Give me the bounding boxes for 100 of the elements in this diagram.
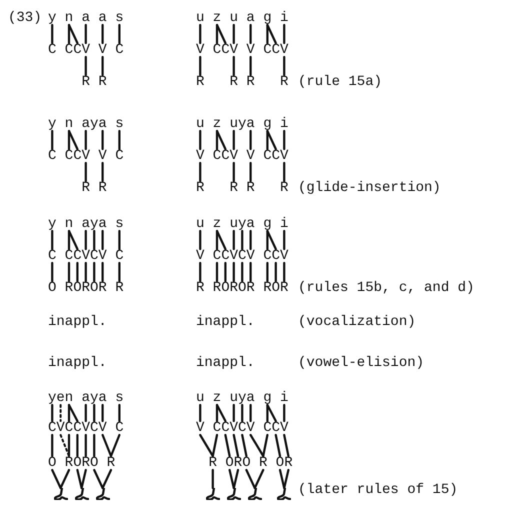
segment-symbol: y xyxy=(90,391,98,405)
segment-symbol: R xyxy=(196,75,204,89)
association-line xyxy=(199,404,202,422)
association-line xyxy=(250,56,252,76)
segment-symbol: i xyxy=(280,391,288,405)
association-line xyxy=(51,262,54,282)
segment-symbol: R xyxy=(82,281,90,295)
segment-symbol: R xyxy=(64,281,74,295)
segment-symbol: C xyxy=(221,43,230,57)
segment-symbol: C xyxy=(73,249,82,263)
segment-symbol: C xyxy=(73,421,82,435)
segment-symbol: R xyxy=(230,281,238,295)
association-line xyxy=(68,404,70,422)
segment-symbol: z xyxy=(212,117,222,131)
association-line xyxy=(250,434,264,458)
segment-symbol: V xyxy=(280,421,288,435)
segment-symbol: V xyxy=(196,43,204,57)
association-line xyxy=(250,404,252,422)
segment-symbol: C xyxy=(221,249,230,263)
association-line xyxy=(283,434,290,458)
segment-symbol: R xyxy=(208,456,217,470)
association-line xyxy=(76,434,78,458)
derivation-note: (later rules of 15) xyxy=(298,483,458,497)
segment-symbol: R xyxy=(98,281,107,295)
segment-symbol: V xyxy=(230,421,238,435)
segment-symbol: O xyxy=(272,281,280,295)
segment-symbol: C xyxy=(272,249,280,263)
association-line xyxy=(199,130,202,150)
segment-symbol: O xyxy=(90,456,98,470)
association-line xyxy=(84,130,87,150)
segment-symbol: V xyxy=(230,149,238,163)
segment-symbol: C xyxy=(64,43,74,57)
association-line xyxy=(60,404,62,422)
association-line xyxy=(84,434,87,458)
segment-symbol: C xyxy=(263,421,272,435)
segment-symbol: u xyxy=(230,11,238,25)
association-line xyxy=(232,56,235,76)
association-line xyxy=(266,404,277,422)
segment-symbol: a xyxy=(82,11,90,25)
association-line xyxy=(250,230,252,250)
association-line xyxy=(283,24,286,44)
syllable-mark xyxy=(74,488,89,500)
segment-symbol: s xyxy=(115,391,124,405)
segment-symbol: C xyxy=(115,149,124,163)
association-line xyxy=(232,468,240,490)
derivation-note: (vowel-elision) xyxy=(298,356,424,370)
segment-symbol: O xyxy=(225,456,234,470)
association-line xyxy=(283,162,286,182)
segment-symbol: V xyxy=(230,43,238,57)
segment-symbol: a xyxy=(246,217,255,231)
segment-symbol: C xyxy=(48,149,56,163)
association-line xyxy=(80,468,87,490)
segment-symbol: n xyxy=(64,117,74,131)
segment-symbol: R xyxy=(82,75,90,89)
association-line xyxy=(266,24,277,44)
association-line xyxy=(68,130,70,150)
segment-symbol: y xyxy=(238,391,246,405)
segment-symbol: C xyxy=(48,421,56,435)
syllable-mark xyxy=(206,488,220,500)
association-line xyxy=(102,404,104,422)
segment-symbol: g xyxy=(263,391,272,405)
association-line xyxy=(262,434,268,458)
association-line xyxy=(266,262,268,282)
association-line xyxy=(51,230,54,250)
association-line xyxy=(216,130,218,150)
association-line xyxy=(216,404,218,422)
association-line xyxy=(51,404,54,422)
segment-symbol: V xyxy=(246,149,255,163)
segment-symbol: R xyxy=(263,281,272,295)
segment-symbol: O xyxy=(73,456,82,470)
segment-symbol: R xyxy=(82,181,90,195)
association-line xyxy=(216,404,226,422)
segment-symbol: a xyxy=(98,117,107,131)
association-line xyxy=(199,230,202,250)
association-line xyxy=(51,24,54,44)
association-line xyxy=(224,434,231,458)
segment-symbol: R xyxy=(230,181,238,195)
association-line xyxy=(228,468,235,490)
association-line xyxy=(84,24,87,44)
segment-symbol: R xyxy=(82,456,90,470)
association-line xyxy=(212,434,218,458)
segment-symbol: R xyxy=(246,281,255,295)
segment-symbol: a xyxy=(98,217,107,231)
association-line xyxy=(216,24,226,44)
association-line xyxy=(283,130,286,150)
association-line xyxy=(224,262,226,282)
association-line xyxy=(199,56,202,76)
association-line xyxy=(216,230,226,250)
segment-symbol: V xyxy=(82,249,90,263)
syllable-mark xyxy=(248,488,262,500)
association-line xyxy=(232,434,240,458)
association-line xyxy=(84,56,87,76)
segment-symbol: y xyxy=(90,217,98,231)
segment-symbol: C xyxy=(64,249,74,263)
segment-symbol: a xyxy=(246,117,255,131)
association-line xyxy=(68,230,70,250)
segment-symbol: y xyxy=(48,117,56,131)
segment-symbol: u xyxy=(230,117,238,131)
segment-symbol: O xyxy=(73,281,82,295)
association-line xyxy=(278,468,286,490)
